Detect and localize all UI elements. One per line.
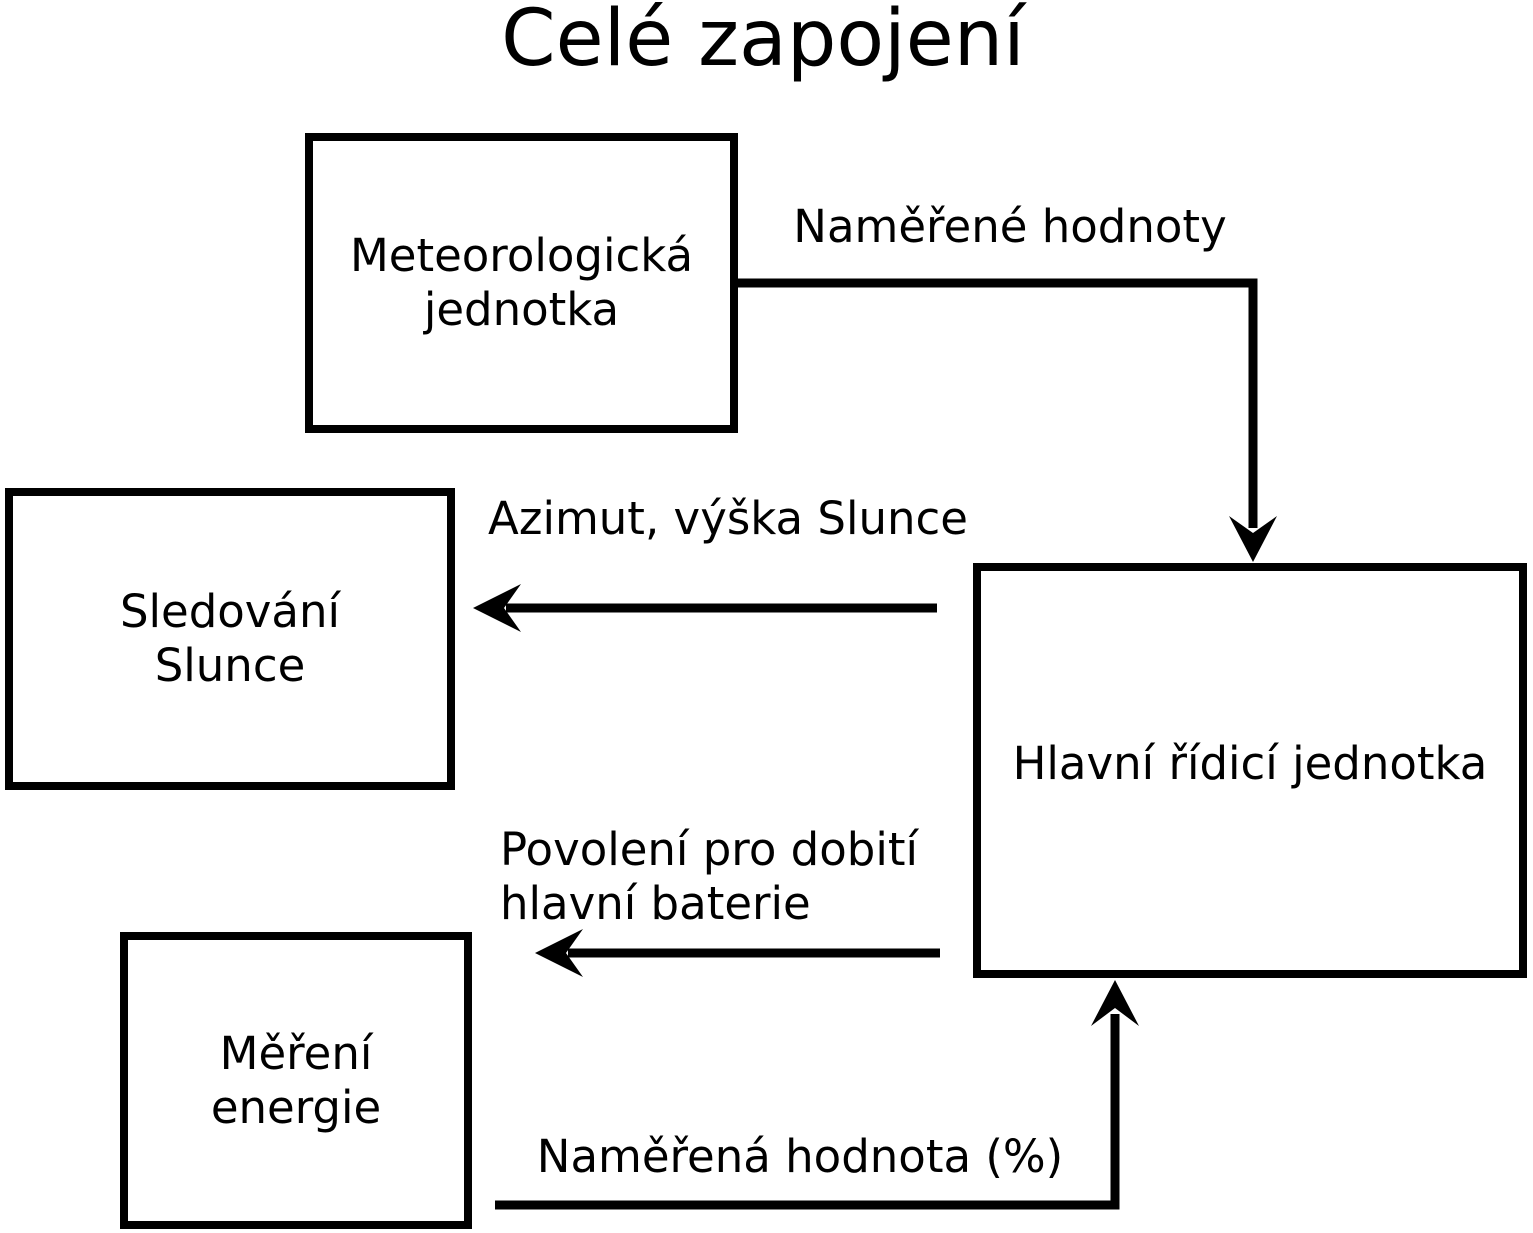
box-sun-tracking-label-line1: Sledování (119, 585, 341, 638)
arrow-measured-values (737, 278, 1277, 562)
box-main-control-unit-label: Hlavní řídicí jednotka (1012, 736, 1488, 790)
arrow-measured-percent-line (495, 1014, 1120, 1210)
box-sun-tracking-label-line2: Slunce (154, 639, 306, 692)
edge-label-charge-permission-line1: Povolení pro dobití (500, 823, 918, 876)
edge-label-sun-position: Azimut, výška Slunce (488, 492, 968, 545)
edge-label-measured-values: Naměřené hodnoty (793, 200, 1227, 253)
arrow-left-head-icon (473, 584, 521, 632)
diagram-title: Celé zapojení (501, 0, 1025, 84)
arrow-left-head-icon (535, 929, 583, 977)
arrow-down-head-icon (1229, 516, 1277, 562)
arrow-charge-permission (535, 929, 940, 977)
box-meteorological-unit-label-line1: Meteorologická (349, 229, 694, 282)
box-sun-tracking: Sledování Slunce (5, 488, 455, 790)
edge-label-charge-permission-line2: hlavní baterie (500, 877, 811, 930)
box-energy-measurement: Měření energie (120, 932, 472, 1229)
arrow-measured-percent (495, 980, 1139, 1210)
edge-label-measured-percent: Naměřená hodnota (%) (536, 1130, 1064, 1183)
arrow-measured-values-line (737, 278, 1258, 528)
edge-label-charge-permission: Povolení pro dobití hlavní baterie (500, 823, 970, 931)
box-energy-measurement-label-line2: energie (210, 1080, 382, 1134)
box-meteorological-unit: Meteorologická jednotka (305, 133, 738, 433)
box-main-control-unit: Hlavní řídicí jednotka (973, 563, 1527, 978)
box-meteorological-unit-label-line2: jednotka (423, 283, 620, 336)
arrow-up-head-icon (1091, 980, 1139, 1026)
arrow-sun-position (473, 584, 937, 632)
box-energy-measurement-label-line1: Měření (219, 1026, 373, 1080)
